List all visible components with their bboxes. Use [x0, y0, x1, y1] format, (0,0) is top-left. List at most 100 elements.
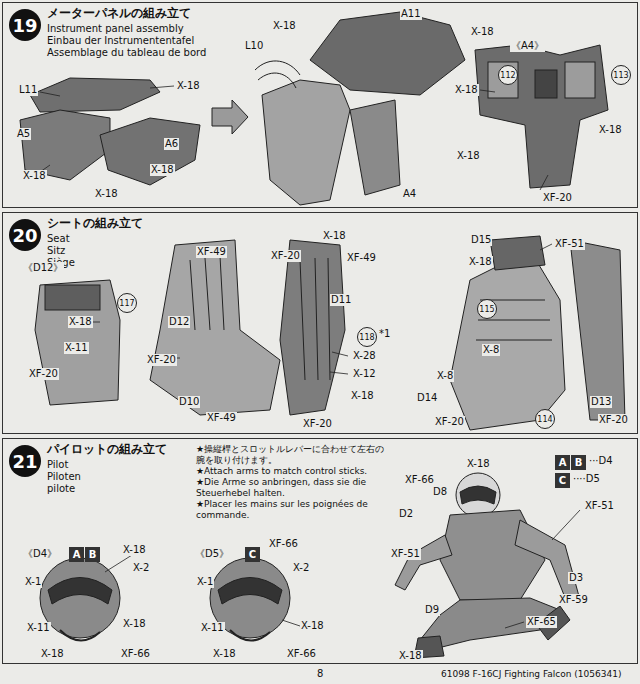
- callout-number: 114: [535, 409, 555, 429]
- paint-code: X-2: [292, 562, 310, 574]
- paint-code: X-18: [468, 256, 493, 268]
- part-label: D8: [432, 486, 448, 498]
- step-title: Seat: [47, 233, 70, 245]
- paint-code: XF-66: [286, 648, 317, 660]
- color-code-box: C: [245, 547, 260, 562]
- paint-code: X-18: [122, 544, 147, 556]
- illustration-shape: [282, 620, 300, 626]
- illustration-shape: [552, 510, 580, 540]
- paint-code: X-18: [598, 124, 623, 136]
- node-text: 21: [12, 451, 37, 472]
- paint-code: XF-20: [598, 414, 629, 426]
- node-text: C: [249, 549, 256, 560]
- paint-code: XF-49: [196, 246, 227, 258]
- illustration-shape: [540, 244, 552, 250]
- paint-code: XF-66: [268, 538, 299, 550]
- paint-code: X-11: [64, 342, 89, 354]
- node-text: B: [575, 457, 583, 468]
- step-panel: メーターパネルの組み立て Instrument panel assemblyEin…: [2, 2, 638, 208]
- node-text: 112: [500, 71, 515, 80]
- node-text: C: [559, 475, 566, 486]
- paint-code: X-11: [200, 622, 225, 634]
- illustration-shape: [350, 100, 400, 195]
- step-title: Sitz: [47, 245, 65, 257]
- node-text: 114: [537, 415, 552, 424]
- seat-parts: [35, 236, 625, 430]
- instrument-panel-parts: [20, 12, 608, 205]
- illustration-shape: [570, 240, 625, 420]
- illustration-shape: [440, 510, 545, 600]
- illustration-shape: [450, 250, 565, 430]
- illustration-shape: [490, 236, 545, 270]
- illustration-shape: [60, 630, 100, 641]
- illustration-shape: [190, 256, 224, 330]
- paint-code: XF-20: [434, 416, 465, 428]
- paint-code: X-18: [122, 618, 147, 630]
- illustration-shape: [300, 258, 330, 380]
- illustration-shape: [395, 535, 452, 590]
- step-title: シートの組み立て: [47, 217, 143, 231]
- illustration-shape: [476, 300, 552, 340]
- step-title: Einbau der Instrumententafel: [47, 35, 194, 47]
- node-text: 117: [119, 299, 134, 308]
- leader-lines: [40, 86, 580, 628]
- paint-code: XF-66: [404, 474, 435, 486]
- part-label: ····D5: [572, 473, 601, 485]
- paint-code: X-8: [482, 344, 500, 356]
- step-number: 19: [9, 9, 41, 41]
- part-label: A4: [402, 188, 417, 200]
- callout-number: 117: [117, 293, 137, 313]
- paint-code: X-18: [300, 620, 325, 632]
- paint-code: X-1: [196, 576, 214, 588]
- illustration-shape: [475, 45, 608, 188]
- paint-code: XF-65: [526, 616, 557, 628]
- node-text: A: [73, 549, 81, 560]
- step-title: Assemblage du tableau de bord: [47, 47, 206, 59]
- paint-code: X-18: [350, 390, 375, 402]
- step-title: メーターパネルの組み立て: [47, 7, 191, 21]
- illustration-shape: [280, 240, 345, 415]
- paint-code: X-11: [26, 622, 51, 634]
- illustration-shape: [48, 578, 112, 605]
- part-label: D10: [178, 396, 200, 408]
- part-label: 《D5》: [194, 548, 230, 560]
- node-text: B: [89, 549, 97, 560]
- paint-code: X-18: [322, 230, 347, 242]
- color-code-box: C: [555, 473, 570, 488]
- step-title: Instrument panel assembly: [47, 23, 184, 35]
- step-panel: シートの組み立てSeatSitzSiège20117118115114: [2, 212, 638, 434]
- paint-code: XF-20: [542, 192, 573, 204]
- part-label: D13: [590, 396, 612, 408]
- node-text: 20: [12, 225, 37, 246]
- step-number: 21: [9, 445, 41, 477]
- part-label: L11: [18, 84, 38, 96]
- color-code-box: B: [571, 455, 586, 470]
- illustration-shape: [218, 578, 282, 605]
- paint-code: XF-51: [390, 548, 421, 560]
- paint-code: XF-66: [120, 648, 151, 660]
- paint-code: X-18: [212, 648, 237, 660]
- part-label: D12: [168, 316, 190, 328]
- callout-number: 115: [477, 299, 497, 319]
- note-block: ★操縦桿とスロットルレバーに合わせて左右の腕を取り付けます。★Attach ar…: [196, 444, 388, 521]
- paint-code: X-18: [272, 20, 297, 32]
- illustration-shape: [505, 622, 524, 628]
- part-label: 《D12》: [22, 262, 64, 274]
- paint-code: X-18: [470, 26, 495, 38]
- paint-code: X-18: [40, 648, 65, 660]
- illustration-shape: [310, 12, 465, 95]
- callout-number: 113: [611, 65, 631, 85]
- part-label: D2: [398, 508, 414, 520]
- illustration-shape: [460, 486, 496, 504]
- illustration-shape: [212, 100, 248, 134]
- node-text: A: [559, 457, 567, 468]
- paint-code: XF-20: [302, 418, 333, 430]
- assembly-note: ★操縦桿とスロットルレバーに合わせて左右の腕を取り付けます。: [196, 444, 388, 466]
- illustration-shape: [150, 86, 174, 88]
- illustration-shape: [456, 473, 500, 517]
- illustration-shape: [150, 240, 280, 415]
- illustration-shape: [30, 78, 160, 112]
- part-label: *1: [378, 328, 391, 340]
- part-label: ···D4: [588, 455, 614, 467]
